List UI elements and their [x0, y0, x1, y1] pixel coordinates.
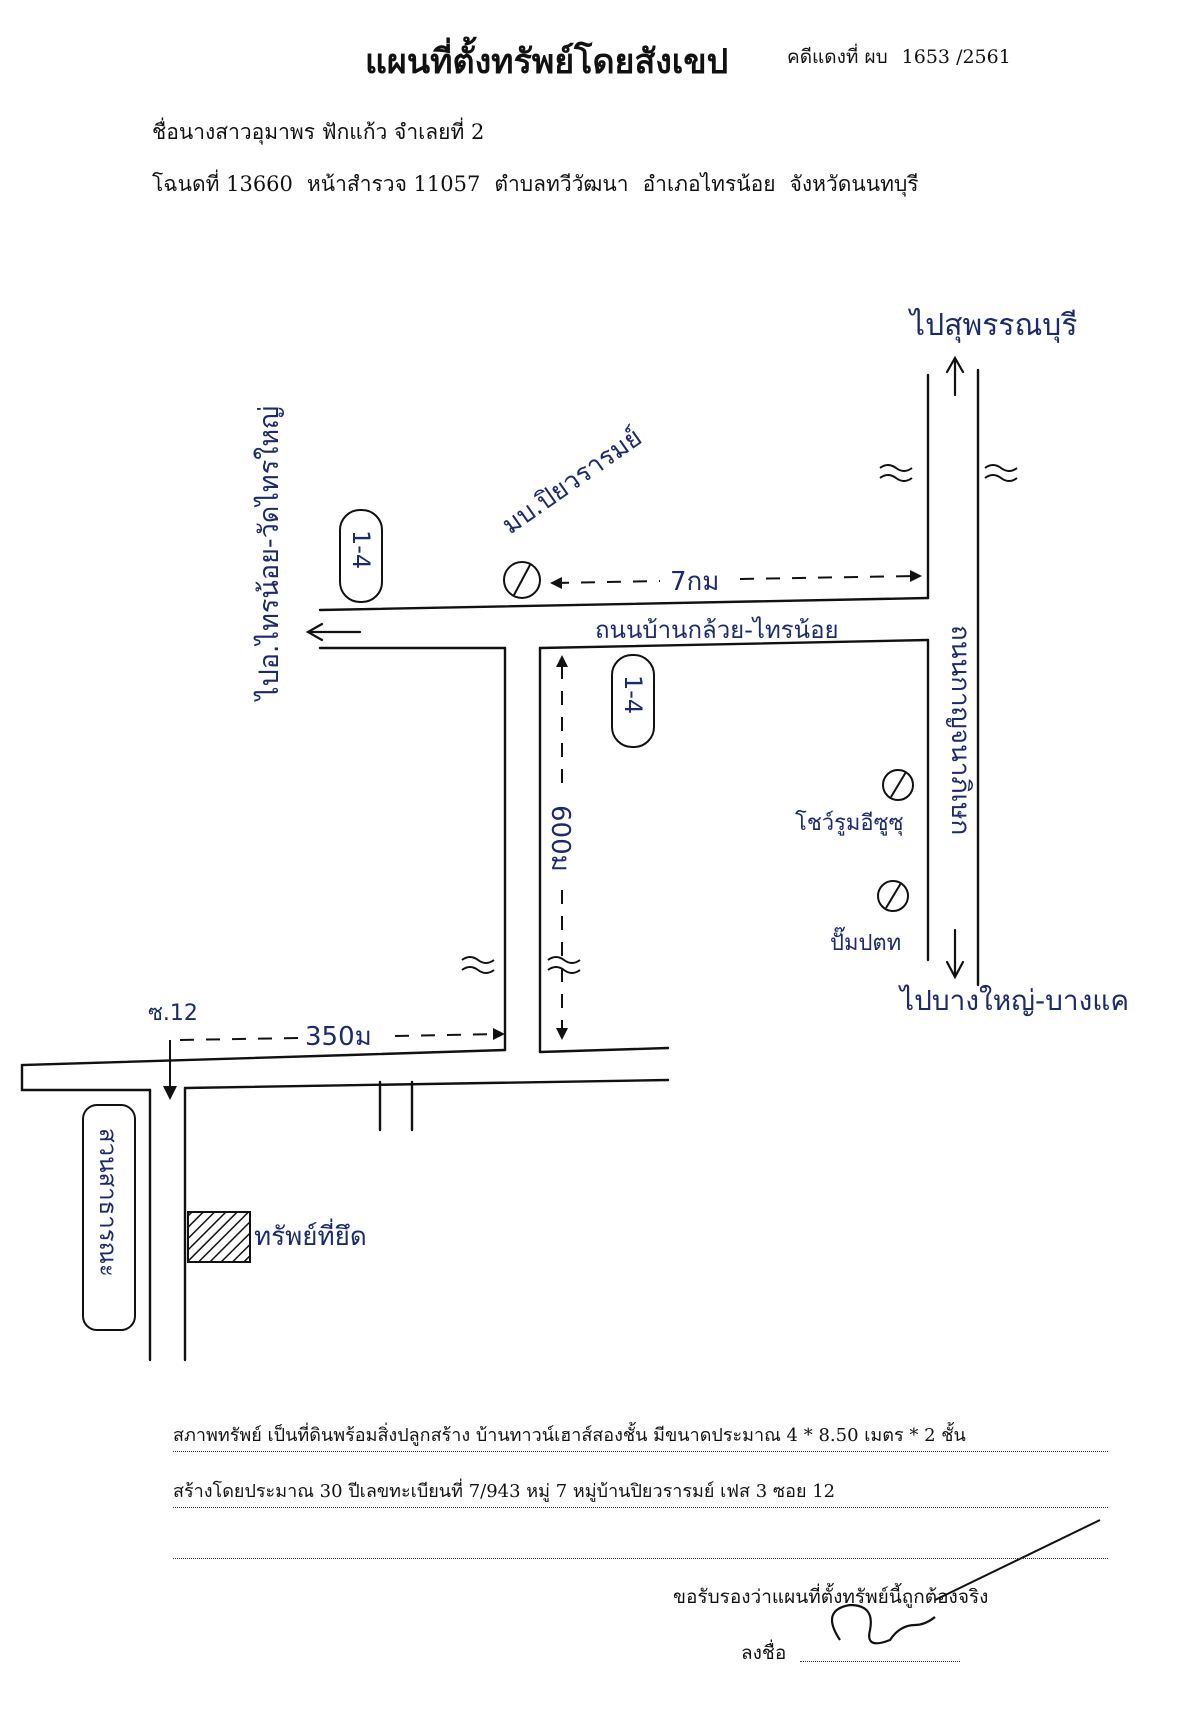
- lower-road-north-edge-right: [538, 1046, 670, 1054]
- showroom-marker: [882, 769, 914, 801]
- label-road-no-2: 1-4: [619, 675, 647, 714]
- label-village: มบ.ปิยวรารมย์: [497, 423, 648, 541]
- label-soi-12: ซ.12: [148, 1001, 198, 1026]
- arrow-north-head: [945, 355, 965, 374]
- label-property: ทรัพย์ที่ยึด: [254, 1218, 367, 1252]
- arrow-west-head: [305, 622, 324, 642]
- signature-scribble: [830, 1603, 936, 1645]
- label-dist-7km: 7กม: [670, 567, 719, 597]
- label-gas-station: ปั๊มปตท: [830, 926, 901, 956]
- label-park: สวนสาธารณะ: [94, 1128, 122, 1277]
- dist-7km-line: [554, 580, 661, 584]
- seized-property-marker: [187, 1211, 251, 1263]
- case-number: 1653 /2561: [901, 46, 1011, 68]
- blank-description-line: [173, 1538, 1108, 1559]
- village-marker: [503, 561, 541, 599]
- dist-7km-start: [550, 577, 562, 589]
- property-description-2: สร้างโดยประมาณ 30 ปีเลขทะเบียนที่ 7/943 …: [173, 1476, 1108, 1508]
- soi12-pointer: [163, 1086, 177, 1100]
- label-to-sai-noi: ไปอ.ไทรน้อย-วัดไทรใหญ่: [253, 406, 285, 702]
- arrow-south-head: [945, 960, 965, 980]
- label-road-no-1: 1-4: [347, 530, 375, 569]
- case-label: คดีแดงที่ ผบ: [787, 46, 888, 68]
- subdistrict: ตำบลทวีวัฒนา: [494, 172, 629, 196]
- owner-line: ชื่อนางสาวอุมาพร ฟักแก้ว จำเลยที่ 2: [152, 120, 485, 144]
- dist-600m-start: [556, 655, 568, 667]
- water-symbol-1: [879, 464, 913, 482]
- dist-7km-line-2: [739, 575, 916, 580]
- signature-line: [800, 1660, 960, 1662]
- province: จังหวัดนนทบุรี: [789, 172, 919, 196]
- deed-line: โฉนดที่ 13660 หน้าสำรวจ 11057 ตำบลทวีวัฒนา…: [152, 168, 933, 201]
- water-symbol-3: [461, 956, 495, 974]
- water-symbol-4: [547, 956, 581, 974]
- label-road-kanchanaphisek: ถนนกาญจนาภิเษก: [945, 625, 975, 835]
- label-dist-600m: 600ม: [545, 805, 575, 872]
- road-no-box-1: [339, 509, 383, 603]
- lower-road-south-edge: [183, 1078, 670, 1090]
- water-symbol-2: [984, 464, 1018, 482]
- dist-7km-end: [910, 570, 922, 582]
- label-road-ban-klai: ถนนบ้านกล้วย-ไทรน้อย: [595, 616, 839, 644]
- map-title: แผนที่ตั้งทรัพย์โดยสังเขป: [365, 42, 729, 82]
- dist-350m-end: [493, 1028, 505, 1040]
- lower-road-north-edge: [20, 1048, 507, 1092]
- park-box: [82, 1104, 136, 1331]
- dist-350m-line-2: [394, 1033, 499, 1037]
- label-to-suphanburi: ไปสุพรรณบุรี: [908, 307, 1077, 344]
- road-north-edge: [318, 596, 930, 612]
- case-reference: คดีแดงที่ ผบ 1653 /2561: [787, 42, 1011, 72]
- district: อำเภอไทรน้อย: [642, 172, 776, 196]
- road-south-edge-right: [538, 638, 930, 650]
- deed-number: โฉนดที่ 13660: [152, 172, 293, 196]
- label-dist-350m: 350ม: [305, 1022, 372, 1052]
- survey-number: หน้าสำรวจ 11057: [306, 172, 481, 196]
- signature-label: ลงชื่อ: [741, 1642, 787, 1664]
- dist-350m-line: [179, 1037, 299, 1041]
- property-description-1: สภาพทรัพย์ เป็นที่ดินพร้อมสิ่งปลูกสร้าง …: [173, 1420, 1108, 1452]
- certification-text: ขอรับรองว่าแผนที่ตั้งทรัพย์นี้ถูกต้องจริ…: [673, 1586, 989, 1608]
- dist-600m-end: [556, 1028, 568, 1040]
- gas-station-marker: [877, 880, 909, 912]
- signature-stroke: [934, 1519, 1101, 1601]
- label-showroom: โชว์รูมอีซูซุ: [795, 810, 904, 836]
- label-to-bang-yai: ไปบางใหญ่-บางแค: [898, 984, 1129, 1017]
- road-no-box-2: [611, 654, 655, 748]
